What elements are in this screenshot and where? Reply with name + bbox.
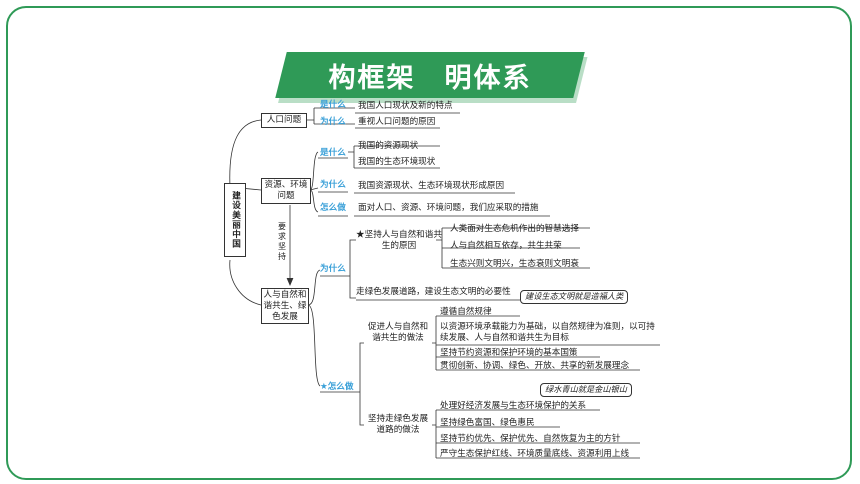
- key-what-resource: 是什么: [320, 148, 346, 158]
- text-how2-item-1: 处理好经济发展与生态环境保护的关系: [440, 401, 587, 411]
- text-resource-status: 我国的资源现状: [358, 141, 419, 151]
- text-population-status: 我国人口现状及新的特点: [358, 101, 453, 111]
- text-harmony-reason: ★坚持人与自然和谐共生的原因: [356, 230, 442, 251]
- text-why-item-1: 人类面对生态危机作出的智慧选择: [450, 224, 579, 234]
- key-why-harmony: 为什么: [320, 264, 346, 274]
- key-how-harmony: ★怎么做: [320, 382, 354, 392]
- text-resource-measures: 面对人口、资源、环境问题，我们应采取的措施: [358, 203, 539, 213]
- note-eco-civilization: 建设生态文明就是造福人类: [520, 290, 629, 304]
- text-why-item-3: 生态兴则文明兴，生态衰则文明衰: [450, 259, 579, 269]
- text-green-necessity: 走绿色发展道路，建设生态文明的必要性: [356, 287, 511, 297]
- key-why-population: 为什么: [320, 117, 346, 127]
- text-how1-item-2: 以资源环境承载能力为基础，以自然规律为准则，以可持续发展、人与自然和谐共生为目标: [440, 322, 655, 343]
- text-why-item-2: 人与自然相互依存，共生共荣: [450, 241, 562, 251]
- text-green-road-practice: 坚持走绿色发展道路的做法: [367, 414, 429, 435]
- node-harmony-green: 人与自然和谐共生、绿色发展: [261, 288, 309, 324]
- key-what-population: 是什么: [320, 100, 346, 110]
- key-why-resource: 为什么: [320, 180, 346, 190]
- node-resource-environment: 资源、环境问题: [261, 178, 311, 204]
- text-how1-item-4: 贯彻创新、协调、绿色、开放、共享的新发展理念: [440, 361, 630, 371]
- text-population-reason: 重视人口问题的原因: [358, 117, 436, 127]
- text-how2-item-2: 坚持绿色富国、绿色惠民: [440, 418, 535, 428]
- note-green-mountains: 绿水青山就是金山银山: [540, 383, 632, 397]
- page-title: 构框架 明体系: [328, 62, 532, 94]
- node-population: 人口问题: [261, 113, 307, 128]
- text-how2-item-3: 坚持节约优先、保护优先、自然恢复为主的方针: [440, 434, 621, 444]
- key-how-resource: 怎么做: [320, 203, 346, 213]
- text-how2-item-4: 严守生态保护红线、环境质量底线、资源利用上线: [440, 449, 630, 459]
- text-how1-item-1: 遵循自然规律: [440, 307, 492, 317]
- link-label: 要求坚持: [278, 222, 286, 261]
- text-eco-status: 我国的生态环境现状: [358, 157, 436, 167]
- text-resource-cause: 我国资源现状、生态环境现状形成原因: [358, 181, 505, 191]
- root-node: 建设美丽中国: [224, 183, 246, 257]
- text-how1-item-3: 坚持节约资源和保护环境的基本国策: [440, 348, 578, 358]
- slide-frame: [6, 6, 852, 480]
- text-harmony-practice: 促进人与自然和谐共生的做法: [367, 322, 429, 343]
